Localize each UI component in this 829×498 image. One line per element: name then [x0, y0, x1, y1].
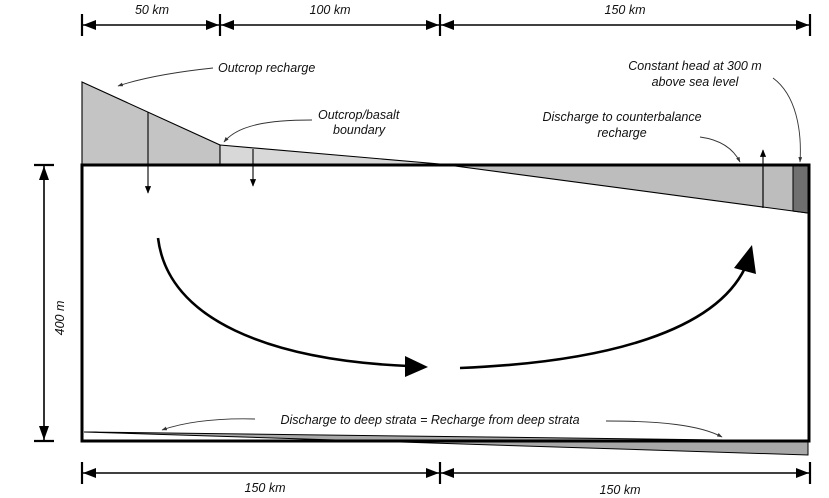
- bottom-dim-arrowhead: [83, 468, 96, 478]
- outcrop-basalt-label-line2: boundary: [333, 123, 386, 137]
- top-dimension-line: 50 km 100 km 150 km: [80, 3, 812, 36]
- deep-strata-left-callout: [161, 418, 256, 431]
- top-dim-label-100km: 100 km: [310, 3, 351, 17]
- constant-head-zone: [792, 165, 809, 214]
- depth-dim-arrowhead: [39, 166, 49, 180]
- discharge-counter-label-line2: recharge: [597, 126, 646, 140]
- bottom-dim-label-right: 150 km: [600, 483, 641, 497]
- deep-strata-label: Discharge to deep strata = Recharge from…: [280, 413, 579, 427]
- constant-head-label-line2: above sea level: [652, 75, 740, 89]
- bottom-dim-arrowhead: [796, 468, 809, 478]
- aquifer-domain-box: [80, 163, 811, 443]
- bottom-dimension-line: 150 km 150 km: [80, 462, 812, 497]
- depth-dimension-line: 400 m: [34, 163, 67, 443]
- discharge-zone: [439, 163, 809, 214]
- top-dim-arrowhead: [83, 20, 96, 30]
- top-dim-label-50km: 50 km: [135, 3, 169, 17]
- bottom-dim-arrowhead: [426, 468, 439, 478]
- discharge-counter-label-line1: Discharge to counterbalance: [542, 110, 701, 124]
- outcrop-recharge-zone: [81, 81, 221, 165]
- flow-arrow-right-head: [734, 245, 756, 274]
- constant-head-callout: [772, 77, 803, 163]
- top-dim-label-150km: 150 km: [605, 3, 646, 17]
- top-dim-arrowhead: [441, 20, 454, 30]
- flow-arrow-left-shaft: [156, 237, 409, 368]
- outcrop-basalt-label-line1: Outcrop/basalt: [318, 108, 400, 122]
- top-dim-arrowhead: [221, 20, 234, 30]
- flow-arrow-right-shaft: [459, 267, 747, 370]
- bottom-dim-arrowhead: [441, 468, 454, 478]
- outcrop-recharge-label: Outcrop recharge: [218, 61, 315, 75]
- top-dim-arrowhead: [206, 20, 219, 30]
- constant-head-label-line1: Constant head at 300 m: [628, 59, 761, 73]
- outcrop-basalt-callout: [223, 119, 313, 143]
- discharge-counter-callout: [699, 136, 741, 163]
- depth-dim-arrowhead: [39, 426, 49, 440]
- depth-dim-label: 400 m: [53, 301, 67, 336]
- deep-strata-right-callout: [605, 420, 723, 438]
- deep-strata-wedge: [83, 431, 809, 456]
- flow-arrow-left-head: [405, 356, 428, 377]
- bottom-dim-label-left: 150 km: [245, 481, 286, 495]
- outcrop-recharge-callout: [117, 67, 214, 87]
- top-dim-arrowhead: [426, 20, 439, 30]
- top-dim-arrowhead: [796, 20, 809, 30]
